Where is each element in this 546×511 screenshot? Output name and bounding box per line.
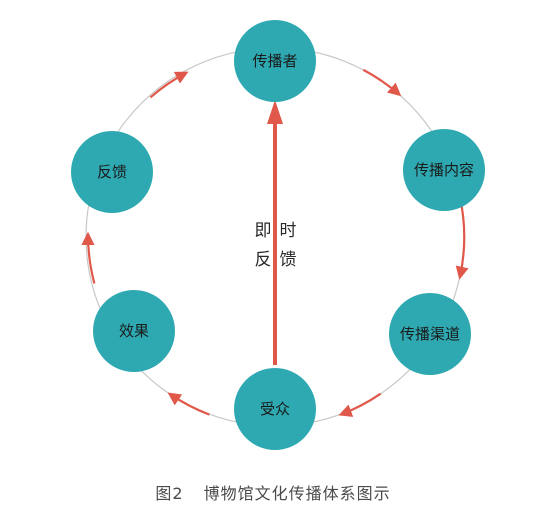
center-label-shi: 时	[280, 221, 297, 241]
node-audience: 受众	[234, 368, 316, 450]
figure-title: 博物馆文化传播体系图示	[203, 484, 391, 503]
node-audience-label: 受众	[260, 400, 290, 418]
node-channel-circle	[389, 293, 471, 375]
node-channel-label: 传播渠道	[400, 325, 460, 343]
node-content: 传播内容	[403, 129, 485, 211]
arrow-feedback-to-communicator	[149, 71, 189, 99]
node-feedback: 反馈	[71, 131, 153, 213]
node-communicator-circle	[234, 20, 316, 102]
node-effect: 效果	[93, 290, 175, 372]
node-content-circle	[403, 129, 485, 211]
arrow-content-to-channel	[455, 196, 469, 280]
node-feedback-circle	[71, 131, 153, 213]
figure-caption: 图2 博物馆文化传播体系图示	[0, 480, 546, 504]
node-feedback-label: 反馈	[97, 163, 127, 181]
arrow-immediate-feedback-head	[267, 100, 283, 124]
figure-number: 图2	[155, 484, 184, 503]
center-label-ji: 即	[255, 221, 272, 241]
node-communicator: 传播者	[234, 20, 316, 102]
node-effect-circle	[93, 290, 175, 372]
center-label-kui: 馈	[280, 250, 297, 270]
node-content-label: 传播内容	[414, 161, 474, 179]
center-label-fan: 反	[255, 250, 272, 270]
node-communicator-label: 传播者	[252, 52, 297, 70]
arrow-channel-to-audience	[338, 392, 382, 417]
node-audience-circle	[234, 368, 316, 450]
node-effect-label: 效果	[119, 322, 149, 340]
node-channel: 传播渠道	[389, 293, 471, 375]
arrow-effect-to-feedback	[81, 231, 96, 284]
arrow-audience-to-effect	[167, 392, 210, 416]
arrow-communicator-to-content	[362, 68, 402, 97]
